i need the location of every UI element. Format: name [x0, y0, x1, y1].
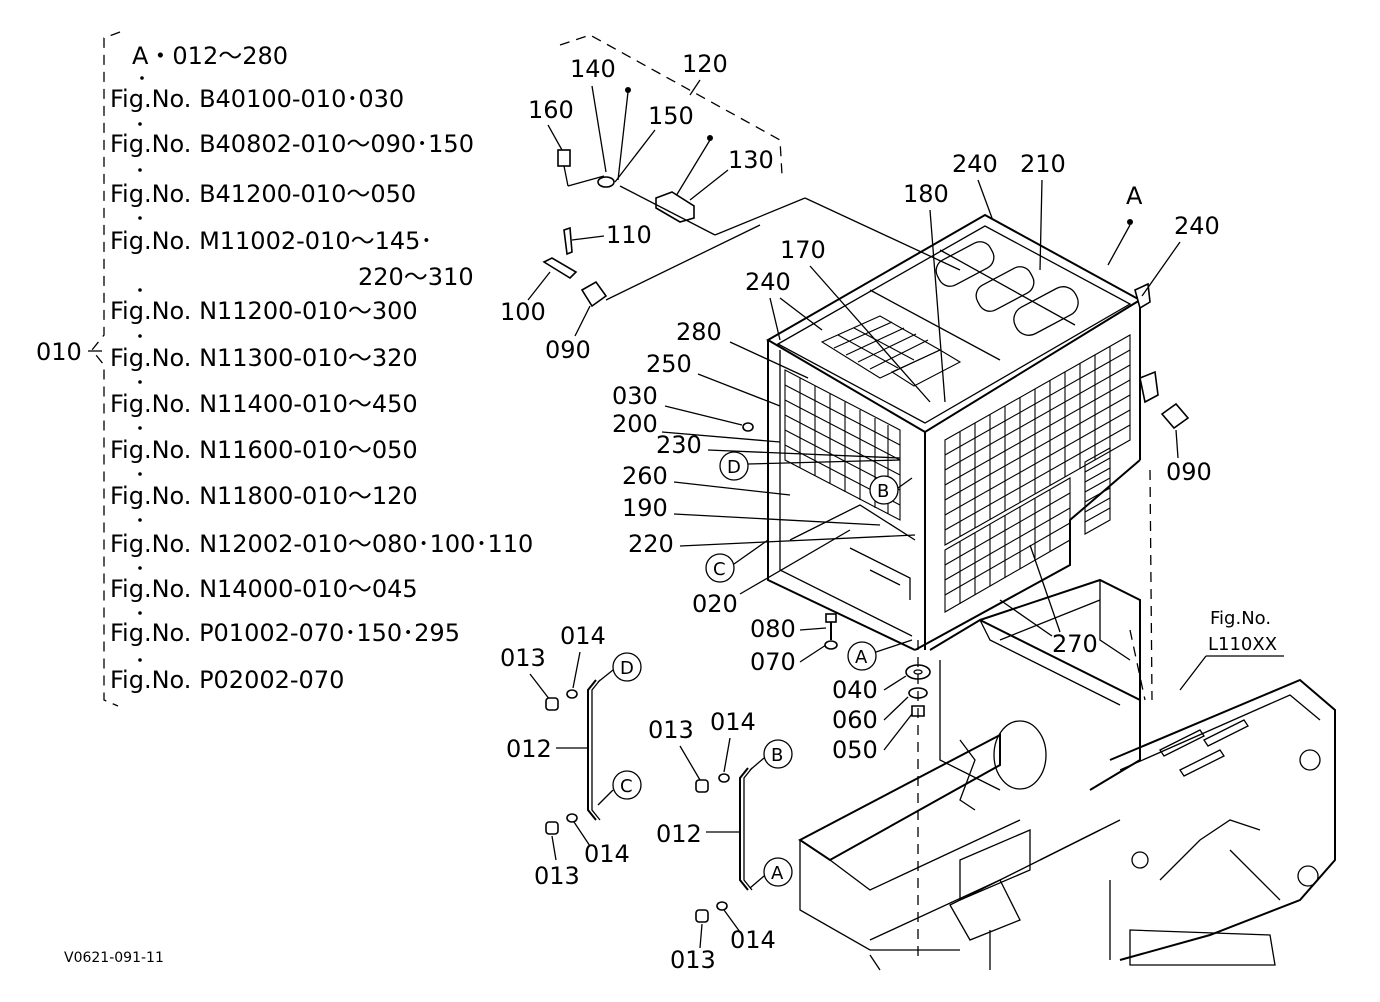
- callout-030: 030: [612, 382, 658, 410]
- callout-100: 100: [500, 298, 546, 326]
- callout-013: 013: [500, 644, 546, 672]
- callout-060: 060: [832, 706, 878, 734]
- list-entry: Fig.No. M11002-010～145･: [110, 227, 432, 255]
- callout-013: 013: [648, 716, 694, 744]
- pin-parts-group: 110 100 090: [500, 221, 761, 364]
- cab-callouts: 240 210 A 240 180 170 240 280 250 030 20…: [612, 150, 1220, 658]
- list-entry: Fig.No. B40100-010･030: [110, 85, 404, 113]
- callout-250: 250: [646, 350, 692, 378]
- circle-letter-d: D: [727, 457, 741, 478]
- list-entry: Fig.No. N14000-010～045: [110, 575, 418, 603]
- cab-circle-letters: D B C A: [705, 451, 913, 671]
- clip-pin-110: [563, 226, 573, 256]
- right-mesh: [944, 334, 1131, 613]
- circle-letter-b-handle: B: [771, 745, 783, 766]
- list-entry: Fig.No. N11300-010～320: [110, 344, 418, 372]
- circle-letter-c: C: [713, 559, 726, 580]
- callout-130: 130: [728, 146, 774, 174]
- grab-handle-right: B A 013 014 012 013 014: [648, 708, 793, 974]
- latch-plate-130: [655, 191, 695, 223]
- drawing-code: V0621-091-11: [64, 950, 164, 966]
- callout-120: 120: [682, 50, 728, 78]
- circle-letter-a-handle: A: [771, 863, 784, 884]
- callout-160: 160: [528, 96, 574, 124]
- washer-140: [597, 176, 615, 188]
- callout-280: 280: [676, 318, 722, 346]
- callout-012: 012: [506, 735, 552, 763]
- callout-260: 260: [622, 462, 668, 490]
- callout-110: 110: [606, 221, 652, 249]
- list-entry: Fig.No. B41200-010～050: [110, 180, 416, 208]
- list-entry: Fig.No. N11600-010～050: [110, 436, 418, 464]
- callout-020: 020: [692, 590, 738, 618]
- callout-080: 080: [750, 615, 796, 643]
- circle-letter-d-handle: D: [620, 658, 634, 679]
- chassis-frame: Fig.No. L110XX: [798, 469, 1336, 971]
- callout-013: 013: [670, 946, 716, 974]
- callout-013: 013: [534, 862, 580, 890]
- list-bracket: [91, 31, 121, 707]
- callout-210: 210: [1020, 150, 1066, 178]
- bracket-label: 010: [36, 338, 82, 366]
- callout-190: 190: [622, 494, 668, 522]
- fig-ref-label: Fig.No.: [1210, 608, 1271, 629]
- list-entry: Fig.No. N12002-010～080･100･110: [110, 530, 533, 558]
- callout-270: 270: [1052, 630, 1098, 658]
- fig-ref-number: L110XX: [1208, 634, 1277, 655]
- callout-170: 170: [780, 236, 826, 264]
- list-entry: Fig.No. N11400-010～450: [110, 390, 418, 418]
- callout-240-left: 240: [745, 268, 791, 296]
- list-entry: Fig.No. N11200-010～300: [110, 297, 418, 325]
- callout-014: 014: [560, 622, 606, 650]
- list-entry-continuation: 220～310: [358, 263, 474, 291]
- latch-parts-group: 120 140 160 150 130: [528, 34, 961, 271]
- bushing-090-right: [1160, 402, 1190, 430]
- reference-list: 010 A・012～280 Fig.No. B40100-010･030 Fig…: [36, 31, 533, 707]
- callout-140: 140: [570, 55, 616, 83]
- callout-050: 050: [832, 736, 878, 764]
- callout-014: 014: [584, 840, 630, 868]
- callout-240-right: 240: [1174, 212, 1220, 240]
- circle-letter-a: A: [855, 647, 868, 668]
- callout-090-right: 090: [1166, 458, 1212, 486]
- callout-a-top: A: [1126, 182, 1143, 210]
- callout-150: 150: [648, 102, 694, 130]
- bushing-090-left: [580, 280, 608, 308]
- callout-012: 012: [656, 820, 702, 848]
- callout-040: 040: [832, 676, 878, 704]
- callout-014: 014: [710, 708, 756, 736]
- callout-200: 200: [612, 410, 658, 438]
- list-header: A・012～280: [132, 42, 288, 70]
- cab-frame: 090: [766, 213, 1212, 651]
- circle-letter-b: B: [877, 481, 889, 502]
- bolt-160: [557, 149, 571, 167]
- callout-070: 070: [750, 648, 796, 676]
- callout-220: 220: [628, 530, 674, 558]
- callout-090-left: 090: [545, 336, 591, 364]
- pin-100: [542, 257, 578, 280]
- callout-014: 014: [730, 926, 776, 954]
- list-entry: Fig.No. B40802-010～090･150: [110, 130, 474, 158]
- grab-handle-left: D C 013 014 012 013 014: [500, 622, 642, 890]
- mount-hardware: 080 070 040 060 050: [750, 613, 931, 960]
- list-entry: Fig.No. P02002-070: [110, 666, 344, 694]
- list-entry: Fig.No. P01002-070･150･295: [110, 619, 460, 647]
- list-entry: Fig.No. N11800-010～120: [110, 482, 418, 510]
- callout-180: 180: [903, 180, 949, 208]
- callout-230: 230: [656, 431, 702, 459]
- circle-letter-c-handle: C: [620, 776, 633, 797]
- callout-240: 240: [952, 150, 998, 178]
